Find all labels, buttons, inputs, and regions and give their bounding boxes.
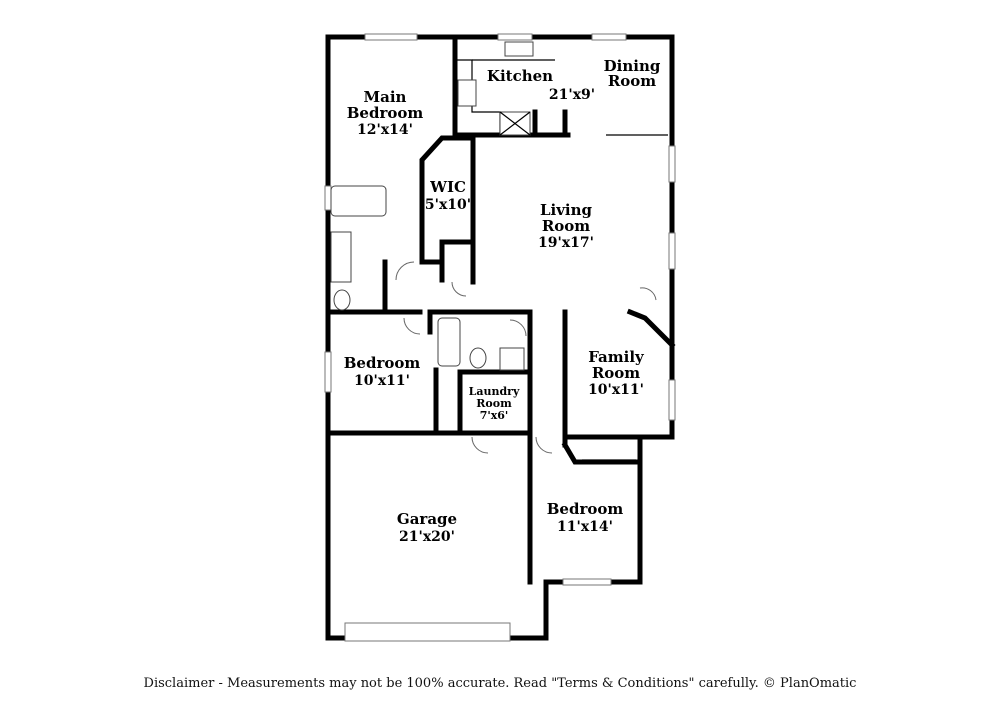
room-name-line: Bedroom <box>347 104 424 122</box>
room-size: 10'x11' <box>588 382 644 398</box>
room-name-line: Laundry <box>469 385 520 398</box>
room-name-line: Main <box>364 88 407 106</box>
room-garage: Garage 21'x20' <box>397 510 457 545</box>
room-name-line: Dining <box>604 57 661 75</box>
room-living: Living Room 19'x17' <box>538 201 594 251</box>
room-main-bedroom: Main Bedroom 12'x14' <box>347 88 424 138</box>
room-wic: WIC 5'x10' <box>425 178 471 213</box>
vanity-main <box>330 231 352 283</box>
toilet-main <box>333 289 351 311</box>
room-bedroom-left: Bedroom 10'x11' <box>344 354 421 389</box>
toilet-hall <box>469 347 487 369</box>
room-name: WIC <box>429 178 466 196</box>
room-size: 7'x6' <box>480 409 509 422</box>
room-name-line: Room <box>542 217 590 235</box>
room-size: 5'x10' <box>425 197 471 213</box>
room-laundry: Laundry Room 7'x6' <box>469 385 520 422</box>
room-size: 19'x17' <box>538 235 594 251</box>
doors <box>395 261 657 461</box>
room-size: 21'x9' <box>549 87 595 103</box>
room-name: Bedroom <box>547 500 624 518</box>
disclaimer-text: Disclaimer - Measurements may not be 100… <box>143 676 857 691</box>
floor-plan: Main Bedroom 12'x14' Kitchen 21'x9' Dini… <box>324 33 676 642</box>
room-name-line: Family <box>588 348 645 366</box>
room-name-line: Room <box>476 397 512 410</box>
room-size: 12'x14' <box>357 122 413 138</box>
fixtures <box>330 41 534 371</box>
room-name-line: Living <box>540 201 593 219</box>
room-dining: Dining Room <box>604 57 661 90</box>
kitchen-sink-icon <box>504 41 534 57</box>
room-bedroom-right: Bedroom 11'x14' <box>547 500 624 535</box>
room-name-line: Room <box>608 72 656 90</box>
bathtub-hall <box>437 317 461 367</box>
room-size: 10'x11' <box>354 373 410 389</box>
room-kitchen: Kitchen 21'x9' <box>487 67 595 103</box>
room-name-line: Room <box>592 364 640 382</box>
interior-walls <box>325 34 676 585</box>
room-family: Family Room 10'x11' <box>588 348 645 398</box>
room-name: Kitchen <box>487 67 553 85</box>
room-name: Bedroom <box>344 354 421 372</box>
room-size: 21'x20' <box>399 529 455 545</box>
room-name: Garage <box>397 510 457 528</box>
windows <box>324 33 676 642</box>
bathtub-main <box>330 185 387 217</box>
sink-hall <box>499 347 525 371</box>
room-size: 11'x14' <box>557 519 613 535</box>
stove-icon <box>457 79 477 107</box>
